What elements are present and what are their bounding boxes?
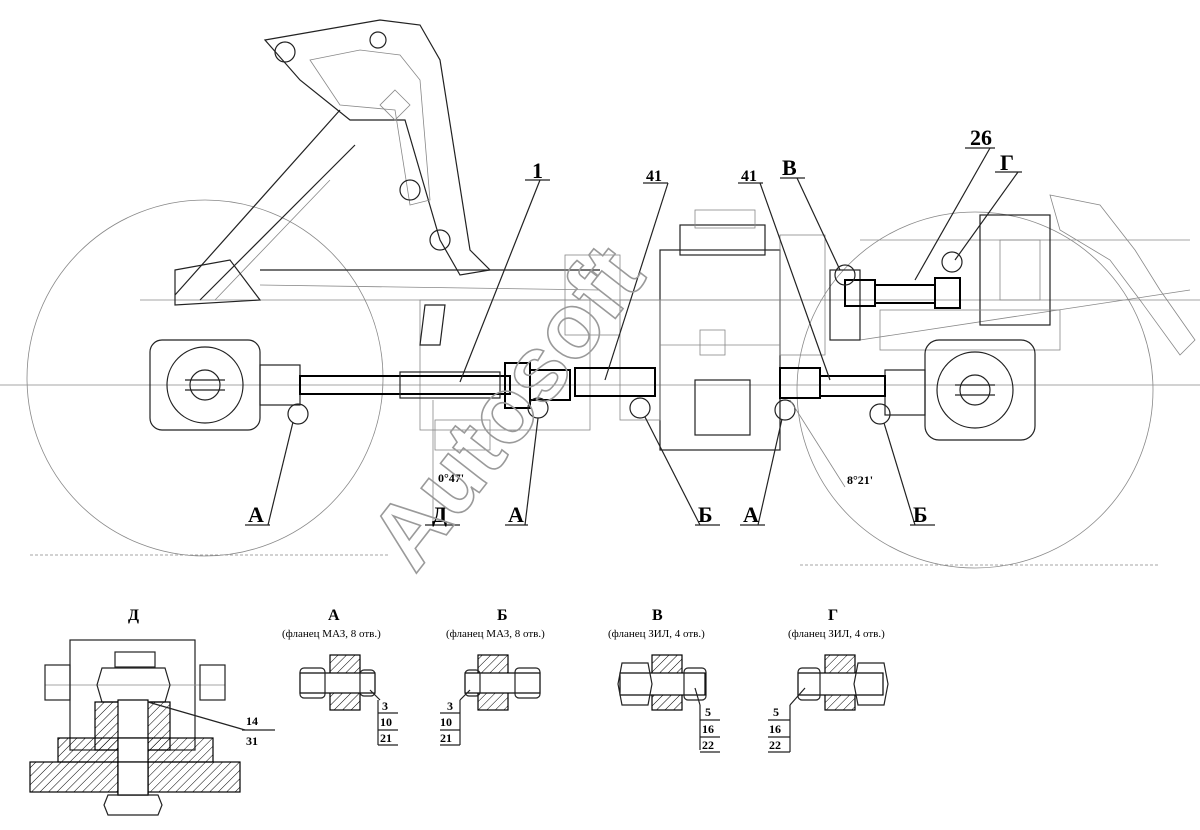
loader-boom — [174, 19, 601, 306]
vehicle-frame — [419, 194, 1196, 451]
detail-D: Д 14 31 — [29, 607, 275, 816]
detail-V-ref-2: 16 — [702, 722, 714, 736]
callout-D: Д — [432, 502, 447, 527]
detail-V: В (фланец ЗИЛ, 4 отв.) 5 16 22 — [608, 607, 720, 753]
callout-26: 26 — [970, 125, 992, 150]
detail-B-subtitle: (фланец МАЗ, 8 отв.) — [446, 628, 545, 640]
detail-G: Г (фланец ЗИЛ, 4 отв.) 5 16 22 — [768, 607, 889, 753]
detail-B-title: Б — [497, 607, 508, 624]
callout-A-center: А — [508, 502, 524, 527]
detail-A-ref-3: 21 — [380, 731, 392, 745]
main-assembly-view: 1 41 41 В 26 Г А Д А Б А Б 0°47' 8°21' — [0, 19, 1200, 569]
detail-D-ref-1: 14 — [246, 714, 258, 728]
callout-1: 1 — [532, 158, 543, 183]
detail-G-ref-1: 5 — [773, 705, 779, 719]
angle-left: 0°47' — [438, 471, 464, 485]
detail-G-ref-2: 16 — [769, 722, 781, 736]
detail-B-ref-1: 3 — [447, 699, 453, 713]
detail-V-ref-3: 22 — [702, 738, 714, 752]
detail-V-title: В — [652, 607, 663, 624]
detail-B-ref-3: 21 — [440, 731, 452, 745]
detail-A-ref-1: 3 — [382, 699, 388, 713]
detail-markers — [287, 251, 963, 425]
drive-shafts — [299, 277, 961, 409]
callout-V: В — [782, 155, 797, 180]
detail-G-title: Г — [828, 607, 838, 624]
detail-A-subtitle: (фланец МАЗ, 8 отв.) — [282, 628, 381, 640]
detail-A-ref-2: 10 — [380, 715, 392, 729]
detail-V-ref-1: 5 — [705, 705, 711, 719]
left-wheel — [26, 199, 384, 557]
detail-B: Б (фланец МАЗ, 8 отв.) 3 10 21 — [440, 607, 545, 746]
leader-lines — [245, 147, 1022, 526]
detail-D-title: Д — [128, 607, 139, 624]
detail-G-subtitle: (фланец ЗИЛ, 4 отв.) — [788, 628, 885, 640]
detail-A: А (фланец МАЗ, 8 отв.) 3 10 21 — [282, 607, 398, 746]
detail-A-title: А — [328, 607, 340, 624]
callout-B-right: Б — [913, 502, 928, 527]
shaft-1 — [299, 375, 511, 395]
detail-B-ref-2: 10 — [440, 715, 452, 729]
callout-B-center: Б — [698, 502, 713, 527]
callout-41-right: 41 — [741, 168, 757, 185]
watermark: Autosoft — [350, 227, 663, 588]
callout-41-left: 41 — [646, 168, 662, 185]
callout-G: Г — [1000, 150, 1014, 175]
gearbox — [619, 209, 861, 451]
detail-G-ref-3: 22 — [769, 738, 781, 752]
detail-V-subtitle: (фланец ЗИЛ, 4 отв.) — [608, 628, 705, 640]
angle-right: 8°21' — [847, 473, 873, 487]
right-wheel — [796, 211, 1154, 569]
detail-D-ref-2: 31 — [246, 734, 258, 748]
callout-A-left: А — [248, 502, 264, 527]
callout-A-right: А — [743, 502, 759, 527]
right-axle-hub — [884, 339, 1036, 441]
